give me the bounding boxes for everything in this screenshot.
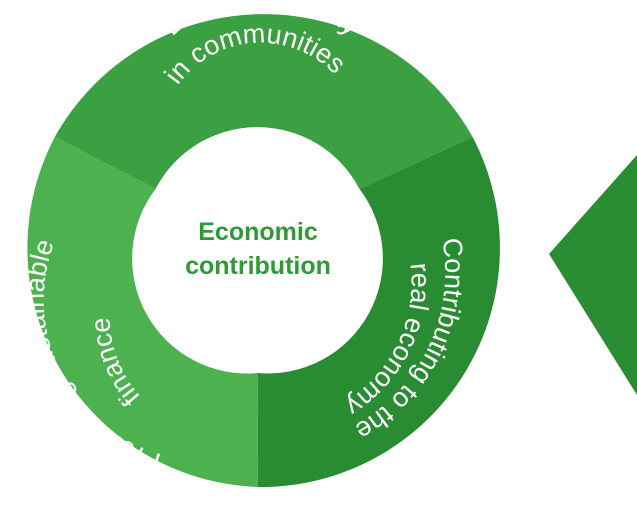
segment-right (257, 137, 500, 488)
segment-top (54, 14, 473, 190)
center-circle (142, 143, 372, 373)
segment-left (27, 137, 259, 487)
right-arrow-shape (549, 155, 637, 395)
center-label-line1: Economic (198, 218, 318, 246)
center-label-line2: contribution (185, 252, 331, 280)
